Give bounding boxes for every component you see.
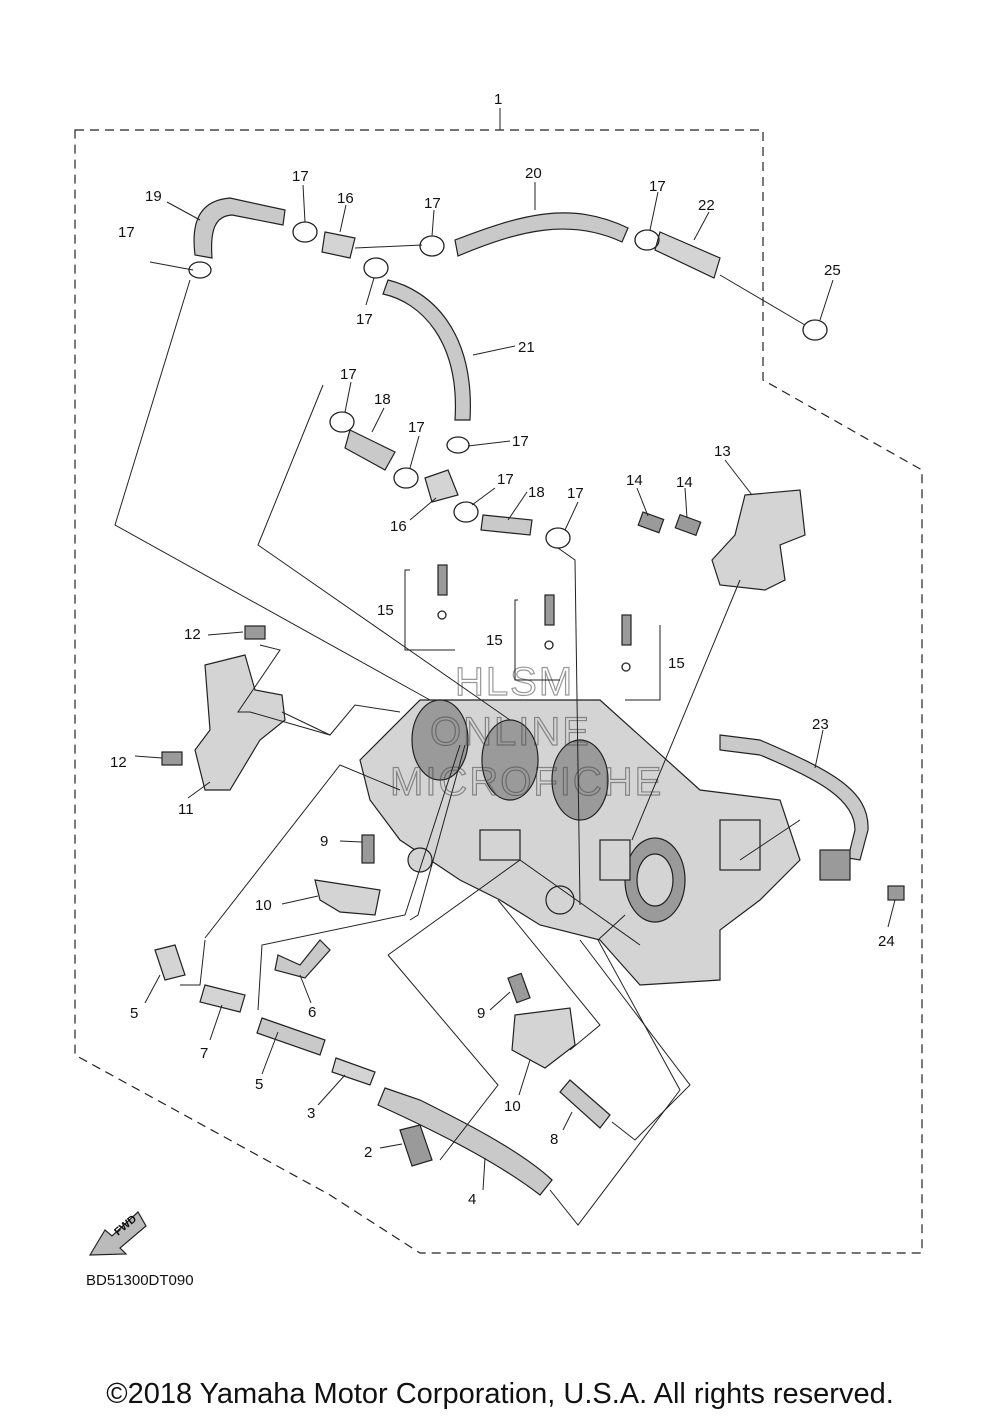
clip-17 <box>329 411 355 433</box>
callout-12: 12 <box>184 626 201 643</box>
callout-5: 5 <box>255 1076 263 1093</box>
callout-8: 8 <box>550 1131 558 1148</box>
throttle-body <box>359 699 801 986</box>
callout-16: 16 <box>390 518 407 535</box>
clip-17 <box>393 467 419 489</box>
callout-25: 25 <box>824 262 841 279</box>
callout-10: 10 <box>255 897 272 914</box>
callout-24: 24 <box>878 933 895 950</box>
callout-15: 15 <box>486 632 503 649</box>
diagram-code: BD51300DT090 <box>86 1272 194 1289</box>
clip-25 <box>802 319 828 341</box>
callout-15: 15 <box>377 602 394 619</box>
hose-21 <box>382 279 471 421</box>
hose-6 <box>274 939 331 979</box>
callout-22: 22 <box>698 197 715 214</box>
hose-20 <box>454 212 629 257</box>
sensor-13 <box>711 489 806 591</box>
callout-3: 3 <box>307 1105 315 1122</box>
bolt-9-lower <box>507 972 531 1004</box>
bolt-12 <box>161 751 183 766</box>
bolt-14 <box>637 511 665 534</box>
clip-17 <box>363 257 389 279</box>
callout-12: 12 <box>110 754 127 771</box>
clip-17 <box>292 221 318 243</box>
callout-labels: 1 19 17 16 17 20 17 22 17 25 17 21 17 18… <box>110 91 895 1208</box>
callout-17: 17 <box>424 195 441 212</box>
sensor-10-upper <box>314 879 381 916</box>
callout-15: 15 <box>668 655 685 672</box>
hose-18-lower <box>480 514 533 536</box>
hose-8 <box>559 1079 611 1129</box>
callout-10: 10 <box>504 1098 521 1115</box>
callout-4: 4 <box>468 1191 476 1208</box>
callout-9: 9 <box>477 1005 485 1022</box>
leader-lines <box>114 182 896 1226</box>
cap-5-upper <box>154 944 186 981</box>
callout-7: 7 <box>200 1045 208 1062</box>
callout-18: 18 <box>374 391 391 408</box>
clip-17 <box>419 235 445 257</box>
callout-17: 17 <box>408 419 425 436</box>
cap-2 <box>399 1124 433 1167</box>
clip-17 <box>453 501 479 523</box>
clip-17 <box>545 527 571 549</box>
callout-11: 11 <box>178 801 194 818</box>
callout-6: 6 <box>308 1004 316 1021</box>
callout-5: 5 <box>130 1005 138 1022</box>
joint-16-lower <box>424 469 459 503</box>
hose-19 <box>193 197 286 259</box>
callout-13: 13 <box>714 443 731 460</box>
callout-17: 17 <box>118 224 135 241</box>
harness-23 <box>719 734 869 861</box>
svg-text:HLSM: HLSM <box>455 660 574 704</box>
fwd-arrow-icon: FWD <box>88 1211 147 1256</box>
sensor-11 <box>194 654 286 791</box>
callout-17: 17 <box>512 433 529 450</box>
bolt-9-upper <box>361 834 375 864</box>
assembly-boundary <box>74 129 923 1254</box>
callout-2: 2 <box>364 1144 372 1161</box>
callout-17: 17 <box>649 178 666 195</box>
callout-17: 17 <box>356 311 373 328</box>
callout-23: 23 <box>812 716 829 733</box>
hose-5-lower <box>256 1017 326 1056</box>
joint-7 <box>199 984 246 1013</box>
callout-20: 20 <box>525 165 542 182</box>
fitting-22 <box>654 231 721 279</box>
connector-23 <box>819 849 851 881</box>
clip-17 <box>188 261 212 279</box>
callout-9: 9 <box>320 833 328 850</box>
callout-1: 1 <box>494 91 502 108</box>
svg-text:MICROFICHE: MICROFICHE <box>390 760 663 804</box>
callout-17: 17 <box>497 471 514 488</box>
bolt-14 <box>674 513 702 537</box>
callout-14: 14 <box>626 472 643 489</box>
fitting-3 <box>331 1057 376 1086</box>
bolt-24 <box>887 885 905 901</box>
callout-17: 17 <box>292 168 309 185</box>
callout-18: 18 <box>528 484 545 501</box>
callout-16: 16 <box>337 190 354 207</box>
svg-text:ONLINE: ONLINE <box>430 710 591 754</box>
callout-19: 19 <box>145 188 162 205</box>
callout-17: 17 <box>567 485 584 502</box>
sensor-10-lower <box>511 1007 576 1069</box>
callout-21: 21 <box>518 339 535 356</box>
watermark: HLSM ONLINE MICROFICHE <box>389 659 663 804</box>
callout-17: 17 <box>340 366 357 383</box>
screw-set-15 <box>437 564 632 672</box>
hose-18-upper <box>344 429 396 471</box>
clip-17 <box>634 229 660 251</box>
copyright-notice: ©2018 Yamaha Motor Corporation, U.S.A. A… <box>106 1378 894 1410</box>
clip-17 <box>446 436 470 454</box>
callout-14: 14 <box>676 474 693 491</box>
joint-16-upper <box>321 231 356 259</box>
bolt-12 <box>244 625 266 640</box>
hose-4 <box>377 1087 553 1196</box>
